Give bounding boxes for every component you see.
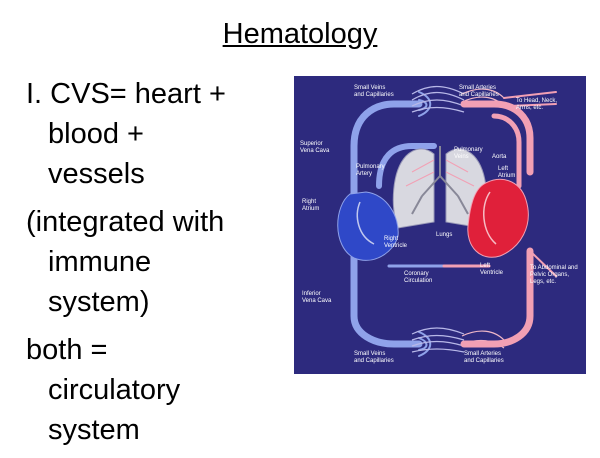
label-pulmonary-veins: Pulmonary Veins bbox=[454, 147, 484, 160]
label-lungs: Lungs bbox=[436, 232, 452, 238]
label-right-ventricle: Right Ventricle bbox=[384, 236, 408, 249]
venous-vessels bbox=[350, 91, 446, 357]
arterial-vessels bbox=[442, 91, 557, 348]
bullet-line: both = bbox=[26, 334, 108, 366]
label-to-head: To Head, Neck, Arms, etc. bbox=[516, 98, 559, 111]
bullet-line: blood + bbox=[48, 118, 144, 150]
bullet-line: (integrated with bbox=[26, 206, 225, 238]
label-small-arteries-top: Small Arteries and Capillaries bbox=[459, 85, 499, 98]
bullet-circulatory-system: both = circulatory system bbox=[26, 330, 288, 450]
bullet-line: system bbox=[48, 414, 140, 446]
heart-left-side bbox=[467, 178, 529, 258]
bullet-cvs-definition: I. CVS= heart + blood + vessels bbox=[26, 74, 288, 194]
label-pulmonary-artery: Pulmonary Artery bbox=[356, 164, 386, 177]
circulatory-diagram-svg: Small Veins and Capillaries Small Arteri… bbox=[294, 76, 586, 374]
bullet-line: circulatory bbox=[48, 374, 181, 406]
label-coronary-circulation: Coronary Circulation bbox=[404, 271, 432, 284]
label-small-veins-bottom: Small Veins and Capillaries bbox=[354, 351, 394, 364]
label-right-atrium: Right Atrium bbox=[302, 199, 319, 212]
bullet-line: vessels bbox=[48, 158, 145, 190]
label-left-ventricle: Left Ventricle bbox=[480, 263, 504, 276]
label-superior-vena-cava: Superior Vena Cava bbox=[300, 141, 330, 154]
diagram-labels: Small Veins and Capillaries Small Arteri… bbox=[300, 85, 579, 364]
bullet-immune-note: (integrated with immune system) bbox=[26, 202, 288, 322]
lungs-illustration bbox=[392, 146, 488, 229]
label-small-arteries-bottom: Small Arteries and Capillaries bbox=[464, 351, 504, 364]
label-inferior-vena-cava: Inferior Vena Cava bbox=[302, 291, 332, 304]
slide-title: Hematology bbox=[222, 18, 378, 50]
bullet-line: immune bbox=[48, 246, 152, 278]
heart-right-side bbox=[337, 191, 399, 261]
circulatory-diagram: Small Veins and Capillaries Small Arteri… bbox=[294, 76, 586, 374]
bullet-line: I. CVS= heart + bbox=[26, 78, 226, 110]
label-left-atrium: Left Atrium bbox=[498, 166, 515, 179]
bullet-list: I. CVS= heart + blood + vessels (integra… bbox=[26, 74, 288, 458]
label-to-abdominal: To Abdominal and Pelvic Organs, Legs, et… bbox=[530, 265, 579, 285]
label-small-veins-top: Small Veins and Capillaries bbox=[354, 85, 394, 98]
label-aorta: Aorta bbox=[492, 154, 507, 160]
bullet-line: system) bbox=[48, 286, 150, 318]
